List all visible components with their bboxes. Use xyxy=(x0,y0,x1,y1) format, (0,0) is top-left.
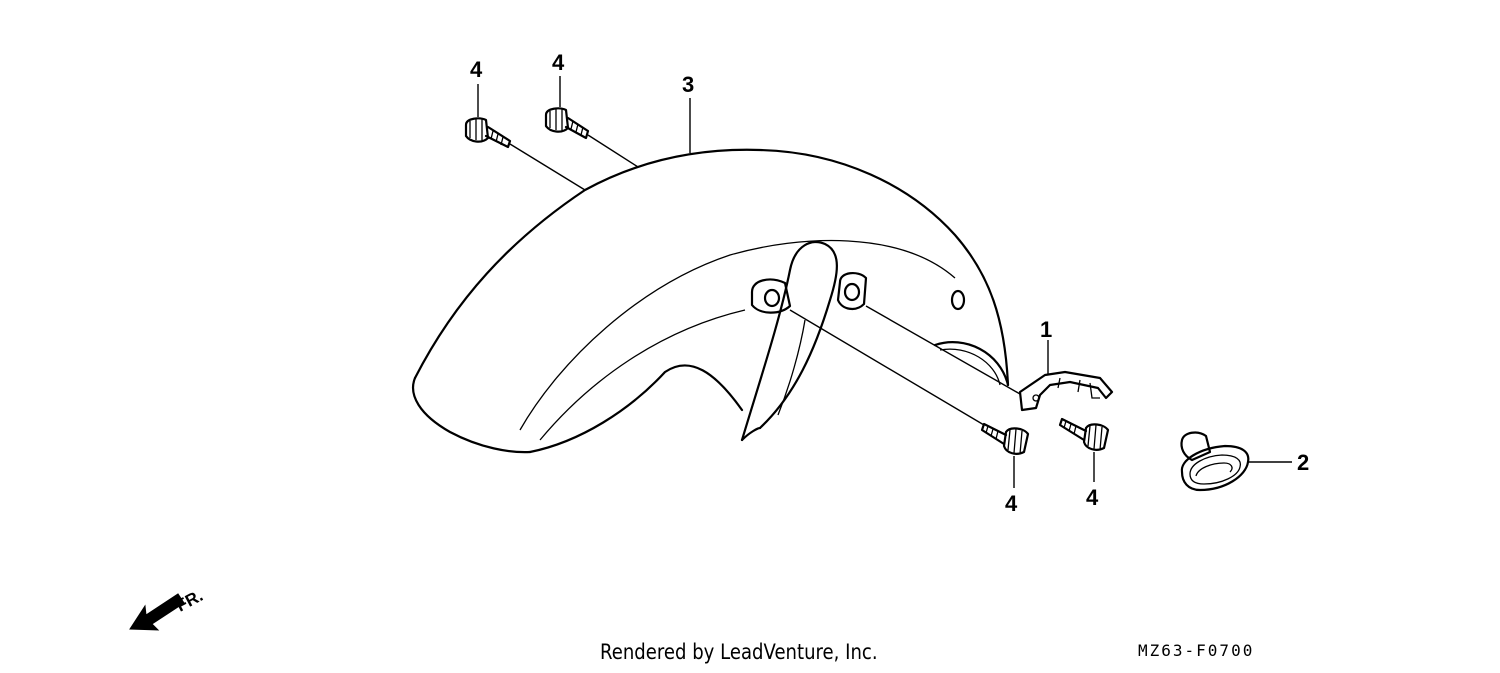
grommet[interactable] xyxy=(1180,431,1250,492)
front-direction-arrow: FR. xyxy=(129,586,206,631)
callout-4-bottom-right: 4 xyxy=(1086,485,1099,510)
front-direction-label: FR. xyxy=(173,586,206,616)
bolt-bottom-left[interactable] xyxy=(980,422,1030,455)
callout-2: 2 xyxy=(1297,450,1309,475)
bolt-top-left[interactable] xyxy=(464,117,512,149)
bolt-top-center[interactable] xyxy=(544,107,590,140)
bolt-bottom-right[interactable] xyxy=(1058,417,1110,451)
hose-clip[interactable] xyxy=(1018,370,1114,412)
credit-text: Rendered by LeadVenture, Inc. xyxy=(600,640,878,664)
callout-4-top-center: 4 xyxy=(552,50,565,75)
leader-lines xyxy=(477,76,1292,488)
callout-4-top-left: 4 xyxy=(470,57,483,82)
callout-3: 3 xyxy=(682,72,694,97)
callout-4-bottom-left: 4 xyxy=(1005,491,1018,516)
callout-1: 1 xyxy=(1040,317,1052,342)
diagram-code: MZ63-F0700 xyxy=(1138,641,1255,660)
front-fender[interactable] xyxy=(412,148,1010,454)
